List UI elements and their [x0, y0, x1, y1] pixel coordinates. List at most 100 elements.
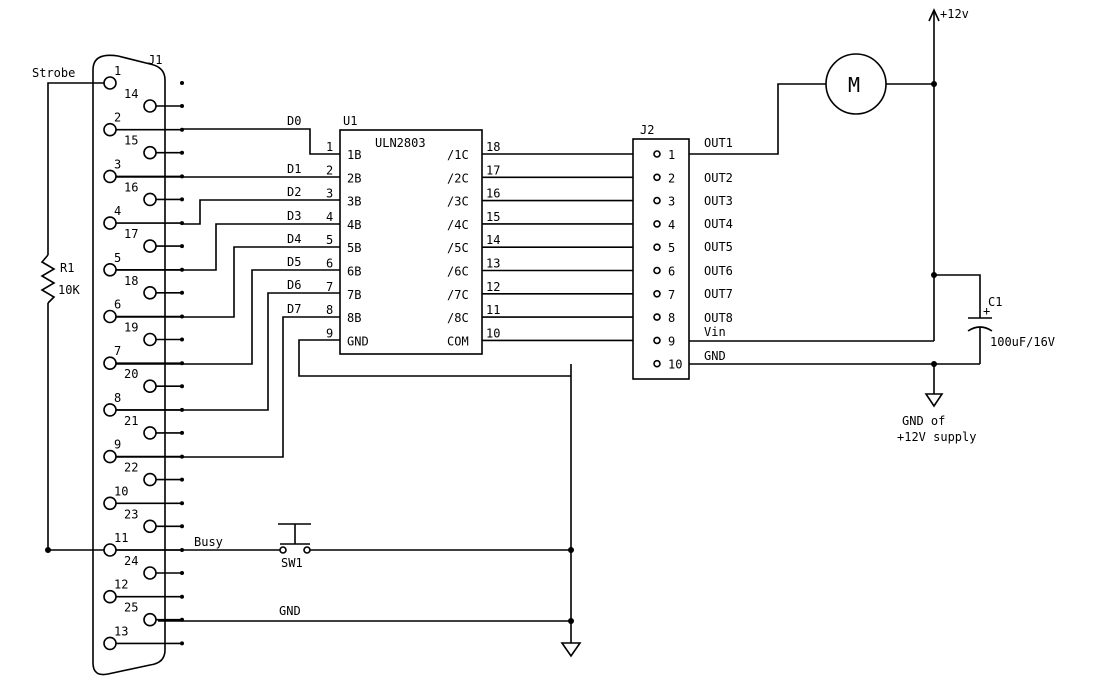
- u1-pin-number: 16: [486, 187, 500, 201]
- u1-pin-name: 5B: [347, 241, 361, 255]
- j1-pin-contact: [103, 543, 117, 557]
- u1-pin-name: /5C: [447, 241, 469, 255]
- r1-value: 10K: [58, 283, 80, 297]
- j1-pin-end: [180, 477, 184, 482]
- label-d2: D2: [287, 185, 301, 199]
- j2-pin-contact: [653, 220, 661, 228]
- u1-pin-name: 7B: [347, 288, 361, 302]
- j1-pin-contact: [103, 496, 117, 511]
- j2-pin-contact: [653, 243, 661, 251]
- r1-ref: R1: [60, 261, 74, 275]
- u1-pin-name: 3B: [347, 195, 361, 209]
- u1-pin-number: 18: [486, 140, 500, 154]
- j1-pin-end: [180, 430, 184, 435]
- j1-pin-contact: [143, 192, 157, 207]
- j1-pin-number: 11: [114, 531, 128, 545]
- label-d3: D3: [287, 209, 301, 223]
- u1-part: ULN2803: [375, 136, 426, 150]
- j2-pin-number: 5: [668, 241, 675, 255]
- j1-pin-contact: [103, 169, 117, 184]
- u1-pin-name: /3C: [447, 195, 469, 209]
- cap-top-wire: [934, 274, 981, 318]
- j1-pin-contact: [143, 99, 157, 113]
- j1-pin-contact: [103, 122, 117, 137]
- j2-pin-label: GND: [704, 349, 726, 363]
- sw1-contact-left: [279, 546, 287, 554]
- j2-pin-number: 1: [668, 148, 675, 162]
- j1-pin-number: 17: [124, 227, 138, 241]
- j1-pin-end: [180, 524, 184, 529]
- j1-pin-number: 3: [114, 157, 121, 171]
- j1-pin-number: 15: [124, 134, 138, 148]
- j1-pin-contact: [103, 636, 117, 651]
- j2-pin-contact: [653, 336, 661, 345]
- j1-pin-contact: [103, 216, 117, 230]
- j1-pin-number: 7: [114, 344, 121, 358]
- junction-dot: [45, 547, 51, 553]
- u1-pin-name: /6C: [447, 265, 469, 279]
- j1-pin-contact: [103, 589, 117, 604]
- j1-pin-number: 20: [124, 367, 138, 381]
- j2-pin-number: 3: [668, 195, 675, 209]
- wire-out1-to-motor: [689, 83, 826, 155]
- u1-pin-name: /7C: [447, 288, 469, 302]
- j2-body: [632, 138, 690, 380]
- j1-pin-end: [180, 150, 184, 155]
- j2-pin-contact: [653, 173, 661, 182]
- j1-pin-end: [180, 594, 184, 599]
- u1-pin-number: 11: [486, 303, 500, 317]
- u1-pin-number: 5: [326, 233, 333, 247]
- wire-d6: [116, 292, 340, 411]
- j1-pin-end: [180, 337, 184, 342]
- j1-pin-number: 16: [124, 180, 138, 194]
- u1-pin-name: /4C: [447, 218, 469, 232]
- j1-pin-contact: [143, 332, 157, 347]
- u1-pin-number: 6: [326, 257, 333, 271]
- label-d6: D6: [287, 278, 301, 292]
- wire-d4: [116, 246, 340, 318]
- u1-pin-number: 8: [326, 303, 333, 317]
- j2-pin-contact: [653, 289, 661, 298]
- gnd-supply-line1: GND of: [902, 414, 945, 428]
- u1-body: [339, 129, 483, 355]
- u1-pin-name: 6B: [347, 265, 361, 279]
- u1-pin-number: 15: [486, 210, 500, 224]
- u1-right-pins: 18/1C17/2C16/3C15/4C14/5C13/6C12/7C11/8C…: [447, 140, 633, 348]
- strobe-wire: [47, 82, 104, 255]
- j2-pin-label: OUT7: [704, 287, 733, 301]
- gnd-supply-line2: +12V supply: [897, 430, 976, 444]
- gnd-label: GND: [279, 604, 301, 618]
- j1-pin-number: 4: [114, 204, 121, 218]
- u1-pin-number: 7: [326, 280, 333, 294]
- j1-pin-end: [180, 384, 184, 389]
- j1-pin-contact: [143, 145, 157, 160]
- j1-pin-contact: [103, 309, 117, 324]
- wire-d0: [182, 128, 340, 155]
- u1-pin-name: 4B: [347, 218, 361, 232]
- j1-pin-number: 10: [114, 484, 128, 498]
- j1-pin-end: [180, 641, 184, 646]
- u1-pin-name: 2B: [347, 171, 361, 185]
- j2-pin-contact: [653, 359, 661, 368]
- j1-pin-contact: [103, 449, 117, 464]
- ground-symbol: [560, 642, 582, 658]
- u1-pin-name: COM: [447, 334, 469, 348]
- j1-pin-contact: [143, 239, 157, 253]
- junction-dot: [931, 81, 937, 87]
- label-d4: D4: [287, 232, 301, 246]
- j1-pin-contact: [143, 472, 157, 487]
- label-d7: D7: [287, 302, 301, 316]
- wire-d2: [182, 199, 340, 225]
- j1-pin-contact: [103, 76, 117, 90]
- u1-pin-name: 1B: [347, 148, 361, 162]
- u1-pin-number: 1: [326, 140, 333, 154]
- j2-pin-number: 9: [668, 334, 675, 348]
- j1-pin-number: 22: [124, 461, 138, 475]
- j1-pin-contact: [103, 403, 117, 417]
- busy-label: Busy: [194, 535, 223, 549]
- j1-pin-number: 18: [124, 274, 138, 288]
- u1-pin-name: /2C: [447, 171, 469, 185]
